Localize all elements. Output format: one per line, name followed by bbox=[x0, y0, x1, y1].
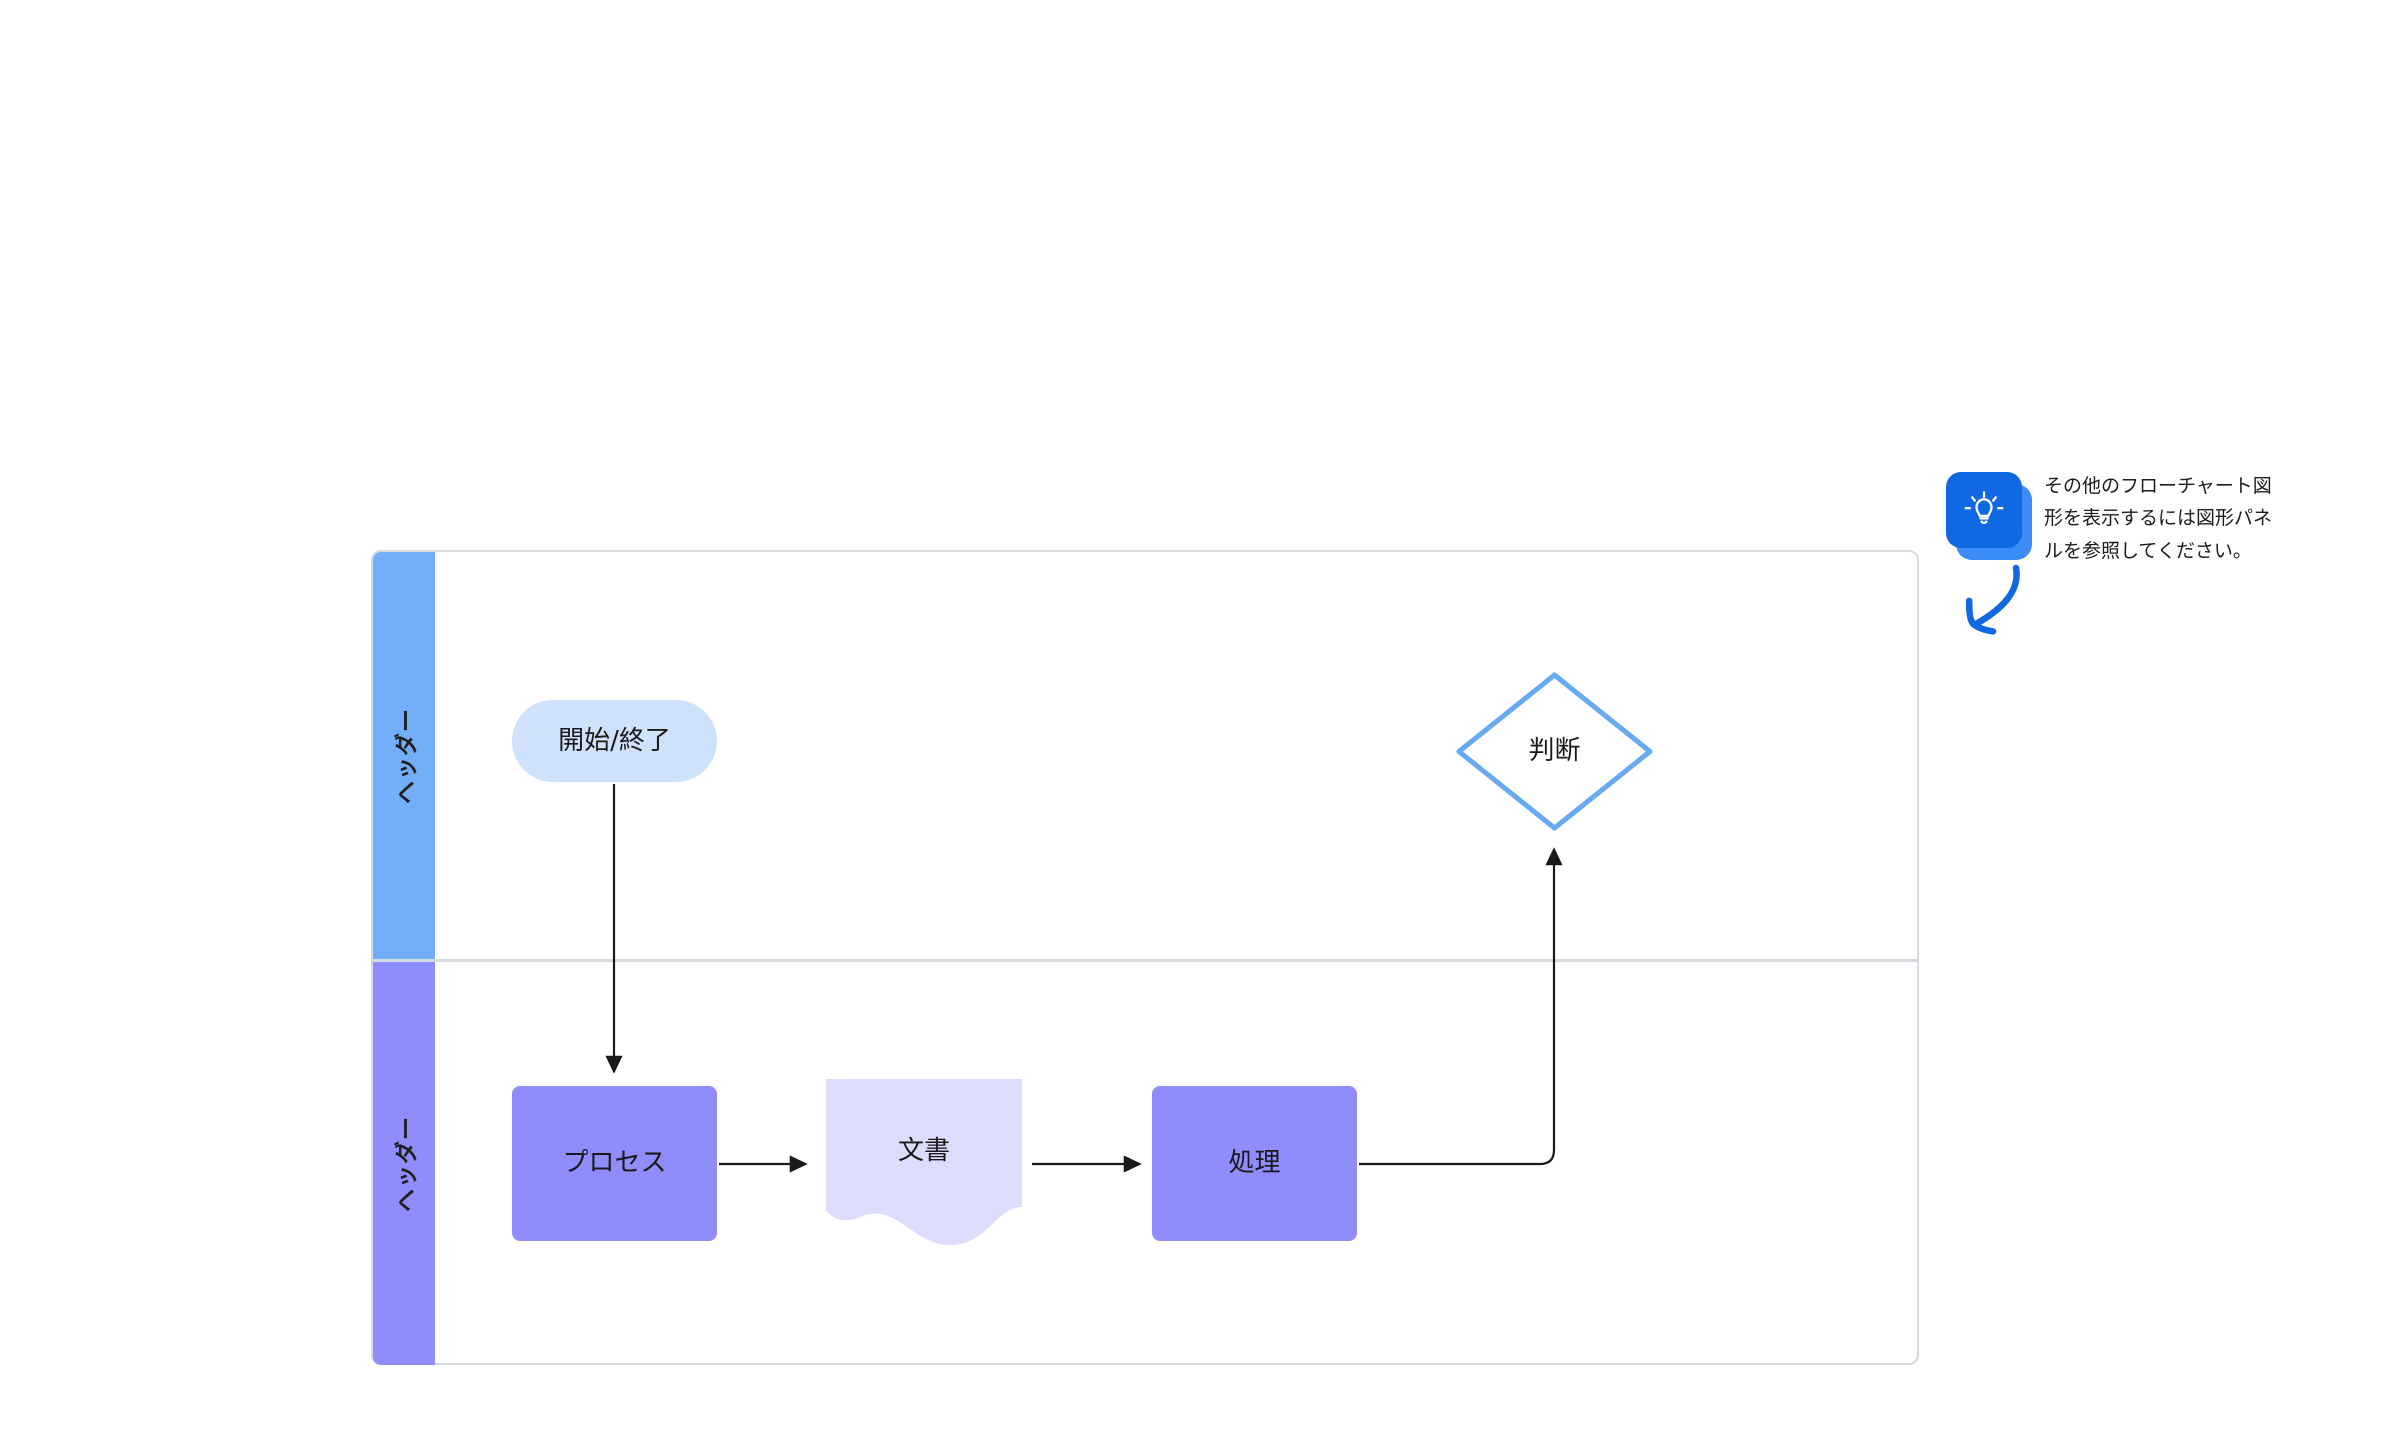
tip-text: その他のフローチャート図形を表示するには図形パネルを参照してください。 bbox=[2044, 475, 2273, 562]
swimlane-canvas[interactable]: ヘッダー ヘッダー bbox=[371, 550, 1919, 1365]
document-shape-icon bbox=[826, 1079, 1022, 1245]
node-decision-label: 判断 bbox=[1528, 736, 1581, 767]
node-handling-label: 処理 bbox=[1228, 1148, 1281, 1179]
lightbulb-glyph bbox=[1964, 491, 2004, 524]
node-document-label: 文書 bbox=[897, 1135, 950, 1166]
tip-icon-wrap[interactable] bbox=[1946, 472, 2032, 560]
lightbulb-icon[interactable] bbox=[1946, 472, 2022, 548]
node-handling[interactable]: 処理 bbox=[1152, 1086, 1357, 1241]
swimlane-row-0[interactable]: ヘッダー bbox=[373, 552, 1917, 959]
lane-header-label-0: ヘッダー bbox=[394, 707, 420, 804]
tip-arrow-icon bbox=[1965, 564, 2020, 635]
lane-header-1[interactable]: ヘッダー bbox=[373, 962, 435, 1365]
diamond-shape-icon bbox=[1456, 672, 1653, 831]
node-process-label: プロセス bbox=[562, 1148, 667, 1179]
node-process[interactable]: プロセス bbox=[512, 1086, 717, 1241]
swimlane-row-1[interactable]: ヘッダー bbox=[373, 959, 1917, 1365]
lane-header-0[interactable]: ヘッダー bbox=[373, 552, 435, 959]
node-decision[interactable]: 判断 bbox=[1452, 668, 1657, 835]
node-terminator[interactable]: 開始/終了 bbox=[512, 700, 717, 782]
node-terminator-label: 開始/終了 bbox=[558, 725, 671, 756]
lane-header-label-1: ヘッダー bbox=[394, 1115, 420, 1212]
node-document[interactable]: 文書 bbox=[818, 1079, 1030, 1245]
